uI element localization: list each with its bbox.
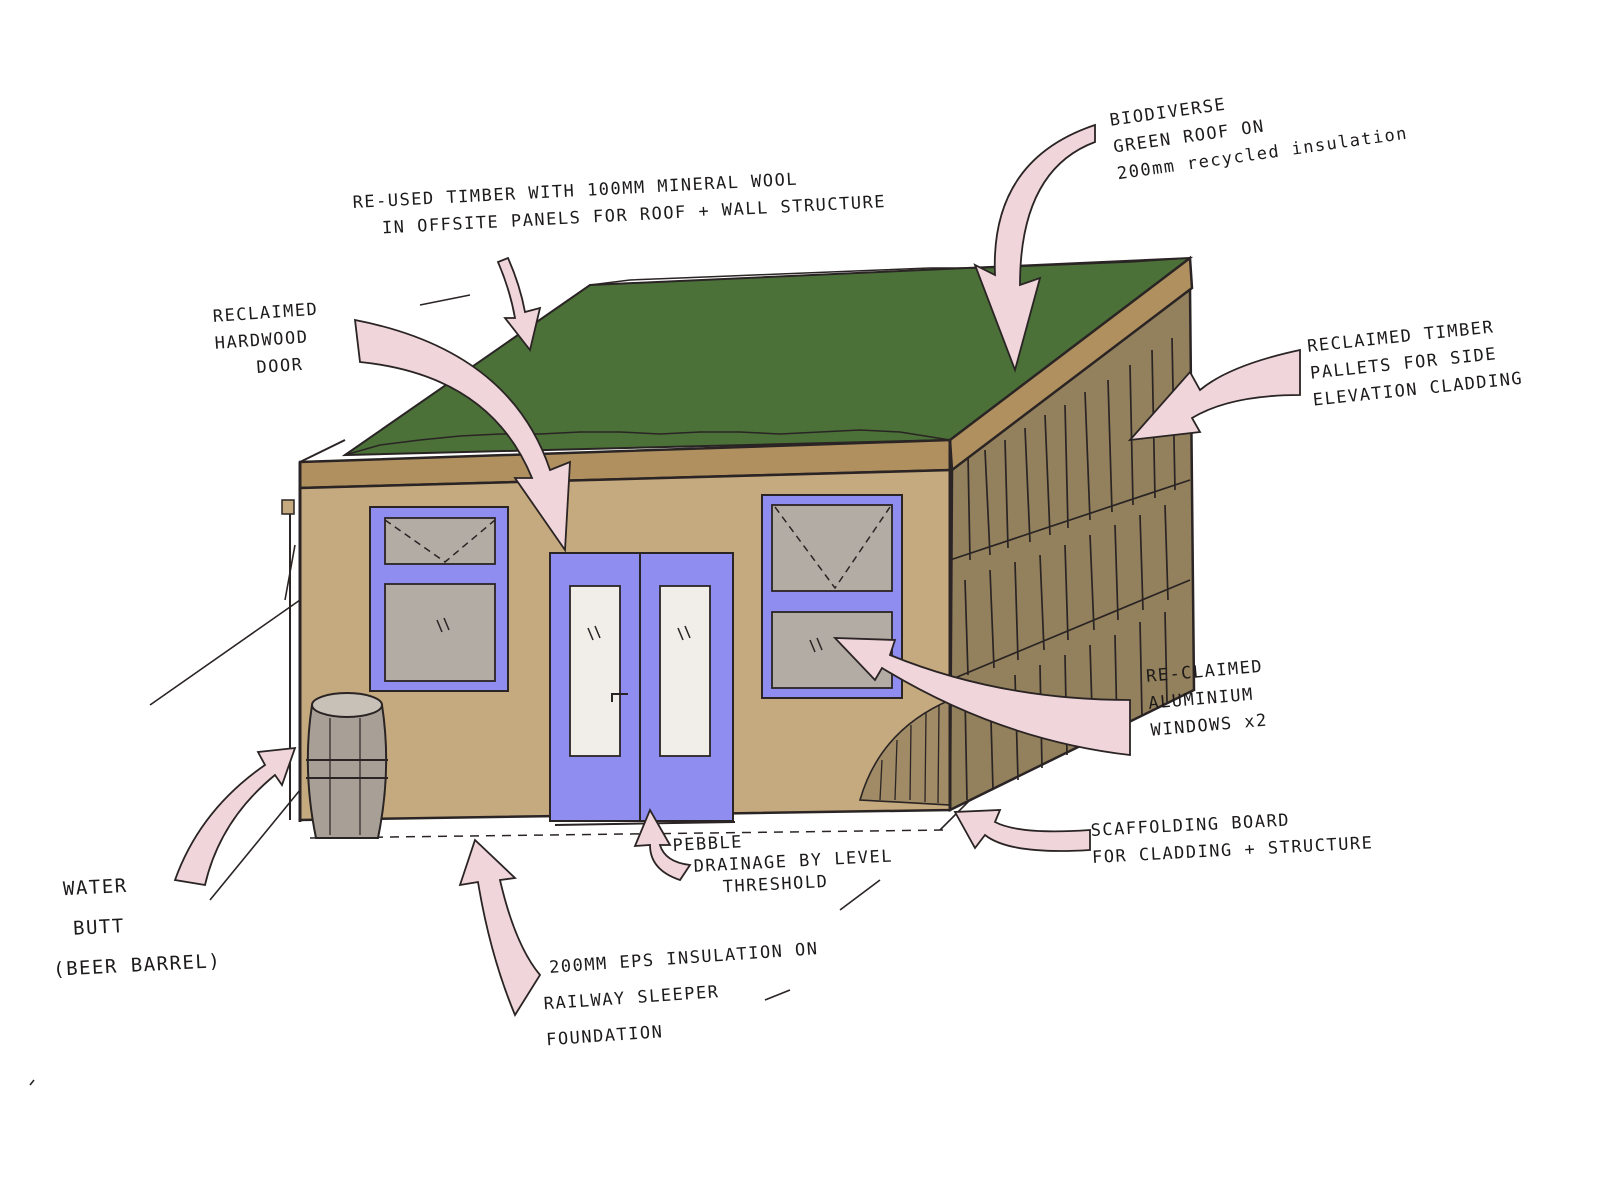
label-reclaimed-door: RECLAIMED HARDWOOD DOOR [212,297,323,385]
hardwood-door [549,552,734,822]
label-foundation: 200mm EPS INSULATION ON RAILWAY SLEEPER … [543,931,825,1058]
door-handle-icon [611,693,628,702]
label-pebble: PEBBLE DRAINAGE BY LEVEL THRESHOLD [672,824,895,901]
label-water-butt: WATER BUTT (BEER BARREL) [48,861,222,990]
beer-barrel-icon [306,692,388,839]
pink-arrow-icon [173,123,1301,1017]
building-edges [298,440,952,822]
label-windows: RE-CLAIMED ALUMINIUM WINDOWS x2 [1145,654,1269,745]
downpipe [287,499,291,820]
left-window [369,506,509,692]
